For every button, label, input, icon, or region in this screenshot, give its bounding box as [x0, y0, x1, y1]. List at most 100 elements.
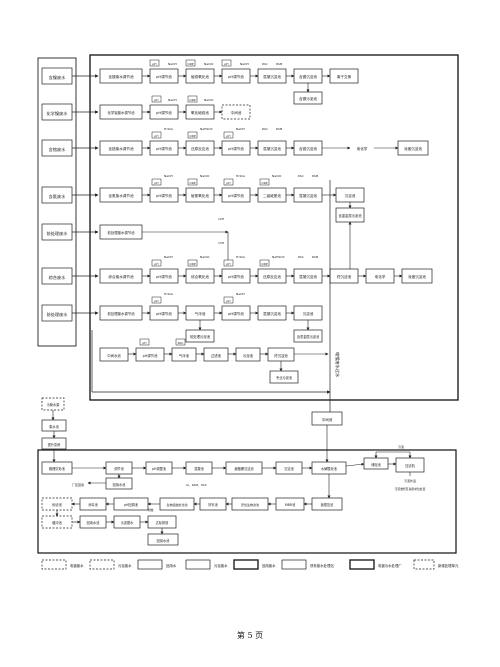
process-label: 电化学: [375, 274, 386, 279]
process-label: 混凝沉淀池: [299, 193, 317, 198]
process-label: 综合废水调节池: [108, 274, 134, 279]
process-label: 污泥: [398, 444, 404, 449]
dose-label: PAM: [312, 174, 319, 178]
source-label: 化学镍废水: [47, 110, 69, 117]
row-chromium: 含铬废水调节池 pH调节池 还原反应池 pH调节池 混凝沉淀池 含铬沉淀池 电化…: [99, 127, 429, 156]
process-label: 前处理废水调节池: [107, 311, 135, 316]
dose-label: pH: [154, 299, 158, 303]
process-label: 含重金属污泥池: [338, 213, 362, 218]
dose-label: PAC: [298, 174, 304, 178]
dose-label: PAM: [276, 62, 283, 66]
legend-label: 电镀废水: [70, 563, 84, 568]
process-label: 离子交换: [337, 74, 352, 79]
process-label: 回用水池: [157, 538, 171, 543]
process-label: 13H: [218, 241, 224, 245]
dose-label: PAM: [312, 255, 319, 259]
process-label: 混凝沉淀池: [263, 74, 281, 79]
process-label: 细格栅沉淀池: [234, 466, 254, 471]
process-label: 提升泵房: [48, 442, 61, 447]
dose-label: NaHSO3: [272, 255, 285, 259]
process-label: 二级破氰池: [263, 193, 281, 198]
process-label: 污泥委托有资质单位处置: [395, 487, 426, 491]
dose-label: NaClO: [272, 174, 282, 178]
dose-label: ORP: [261, 262, 267, 266]
process-label: 混凝沉淀池: [263, 311, 281, 316]
process-label: 回用水池: [113, 482, 127, 487]
source-label: 含铬废水: [49, 146, 67, 153]
process-label: 污泥池: [243, 353, 254, 358]
process-label: 还原反应池: [191, 146, 209, 151]
process-label: pH调节池: [228, 193, 244, 198]
dose-label: PAC: [178, 341, 184, 345]
process-label: 集水池: [49, 424, 59, 429]
legend-swatch: [349, 559, 375, 570]
process-label: 中间水池: [107, 353, 121, 358]
process-label: 调节池: [114, 466, 124, 471]
process-label: pH调节池: [156, 110, 172, 115]
dose-label: ORP: [189, 98, 195, 102]
legend-swatch: [41, 559, 67, 570]
dose-label: pH: [154, 181, 158, 185]
process-label: 回用水池: [87, 520, 101, 525]
process-label: 生物接触氧化池: [166, 502, 187, 507]
process-label: 化学镍废水调节池: [107, 110, 135, 115]
row-chemical-nickel: 化学镍废水调节池 pH调节池 氧化破络池 中间池 pH ORP NaOH NaC…: [99, 95, 251, 120]
process-label: 中间池: [322, 417, 333, 422]
process-label: 气浮池: [179, 353, 190, 358]
dose-label: NaOH: [164, 174, 173, 178]
process-label: pH调节池: [156, 274, 172, 279]
process-label: 混凝池: [194, 466, 204, 471]
legend-label: 电镀污水处理厂: [378, 563, 402, 568]
process-label: 好氧池: [208, 502, 218, 507]
dose-label: pH: [226, 134, 230, 138]
process-label: 破络氧化池: [191, 74, 209, 79]
legend-swatch: [89, 559, 115, 570]
process-label: 缓冲池: [52, 520, 62, 525]
process-label: 终沉淀池: [274, 353, 288, 358]
process-label: 含重金属污泥池: [297, 334, 320, 339]
source-label: 综合废水: [49, 274, 67, 281]
process-label: 含镍沉淀池: [299, 74, 317, 79]
process-label: pH回调池: [124, 502, 139, 507]
process-label: 污泥脱水: [121, 520, 135, 525]
legend-swatch: [137, 559, 163, 570]
process-label: 深度沉淀池: [408, 274, 426, 279]
process-label: pH调节池: [228, 146, 244, 151]
process-label: 板框压滤: [321, 502, 335, 507]
process-label: 专业污泥池: [276, 375, 293, 380]
process-label: pH调节池: [228, 74, 244, 79]
dose-label: ORP: [187, 62, 193, 66]
source-column-frame: [37, 57, 77, 347]
dose-label: pH: [154, 98, 158, 102]
process-label: 过滤池: [211, 353, 222, 358]
legend-label: 污泥废水: [214, 563, 228, 568]
dose-label: NaOH: [168, 98, 177, 102]
process-label: pH调节池: [228, 311, 244, 316]
process-label: 含镍废水调节池: [108, 74, 134, 79]
process-label: 储泥池: [371, 462, 381, 467]
dose-label: ORP: [189, 262, 195, 266]
process-label: 中间池: [231, 110, 242, 115]
dose-label: NaClO: [204, 98, 214, 102]
process-label: 达标排放: [156, 520, 170, 525]
process-label: 12H: [218, 217, 224, 221]
dose-label: pH: [154, 262, 158, 266]
process-label: 含镍污泥池: [299, 96, 317, 101]
dose-label: H₂SO₄: [164, 292, 174, 296]
row-pretreatment: 前处理废水调节池 含重金属污泥池 12H 13H: [99, 202, 365, 262]
legend-label: 新增处理单元: [438, 563, 459, 568]
dose-label: pH: [142, 341, 146, 345]
process-label: 水解酸化池: [321, 466, 338, 471]
row-nickel: 含镍废水调节池 pH调节池 破络氧化池 pH调节池 混凝沉淀池 含镍沉淀池 离子…: [99, 59, 359, 105]
dose-label: pH: [226, 262, 230, 266]
process-label: pH调节池: [156, 311, 172, 316]
dose-label: PAM: [276, 127, 283, 131]
process-label: 混凝沉淀池: [299, 274, 317, 279]
process-label: 污管水源: [47, 402, 61, 407]
process-label: 沉淀池: [345, 193, 356, 198]
dose-label: PAC: [298, 255, 304, 259]
process-label: 终沉淀池: [337, 274, 352, 279]
legend-label: 现有废水处理站: [310, 563, 334, 568]
source-connectors: [72, 74, 99, 315]
